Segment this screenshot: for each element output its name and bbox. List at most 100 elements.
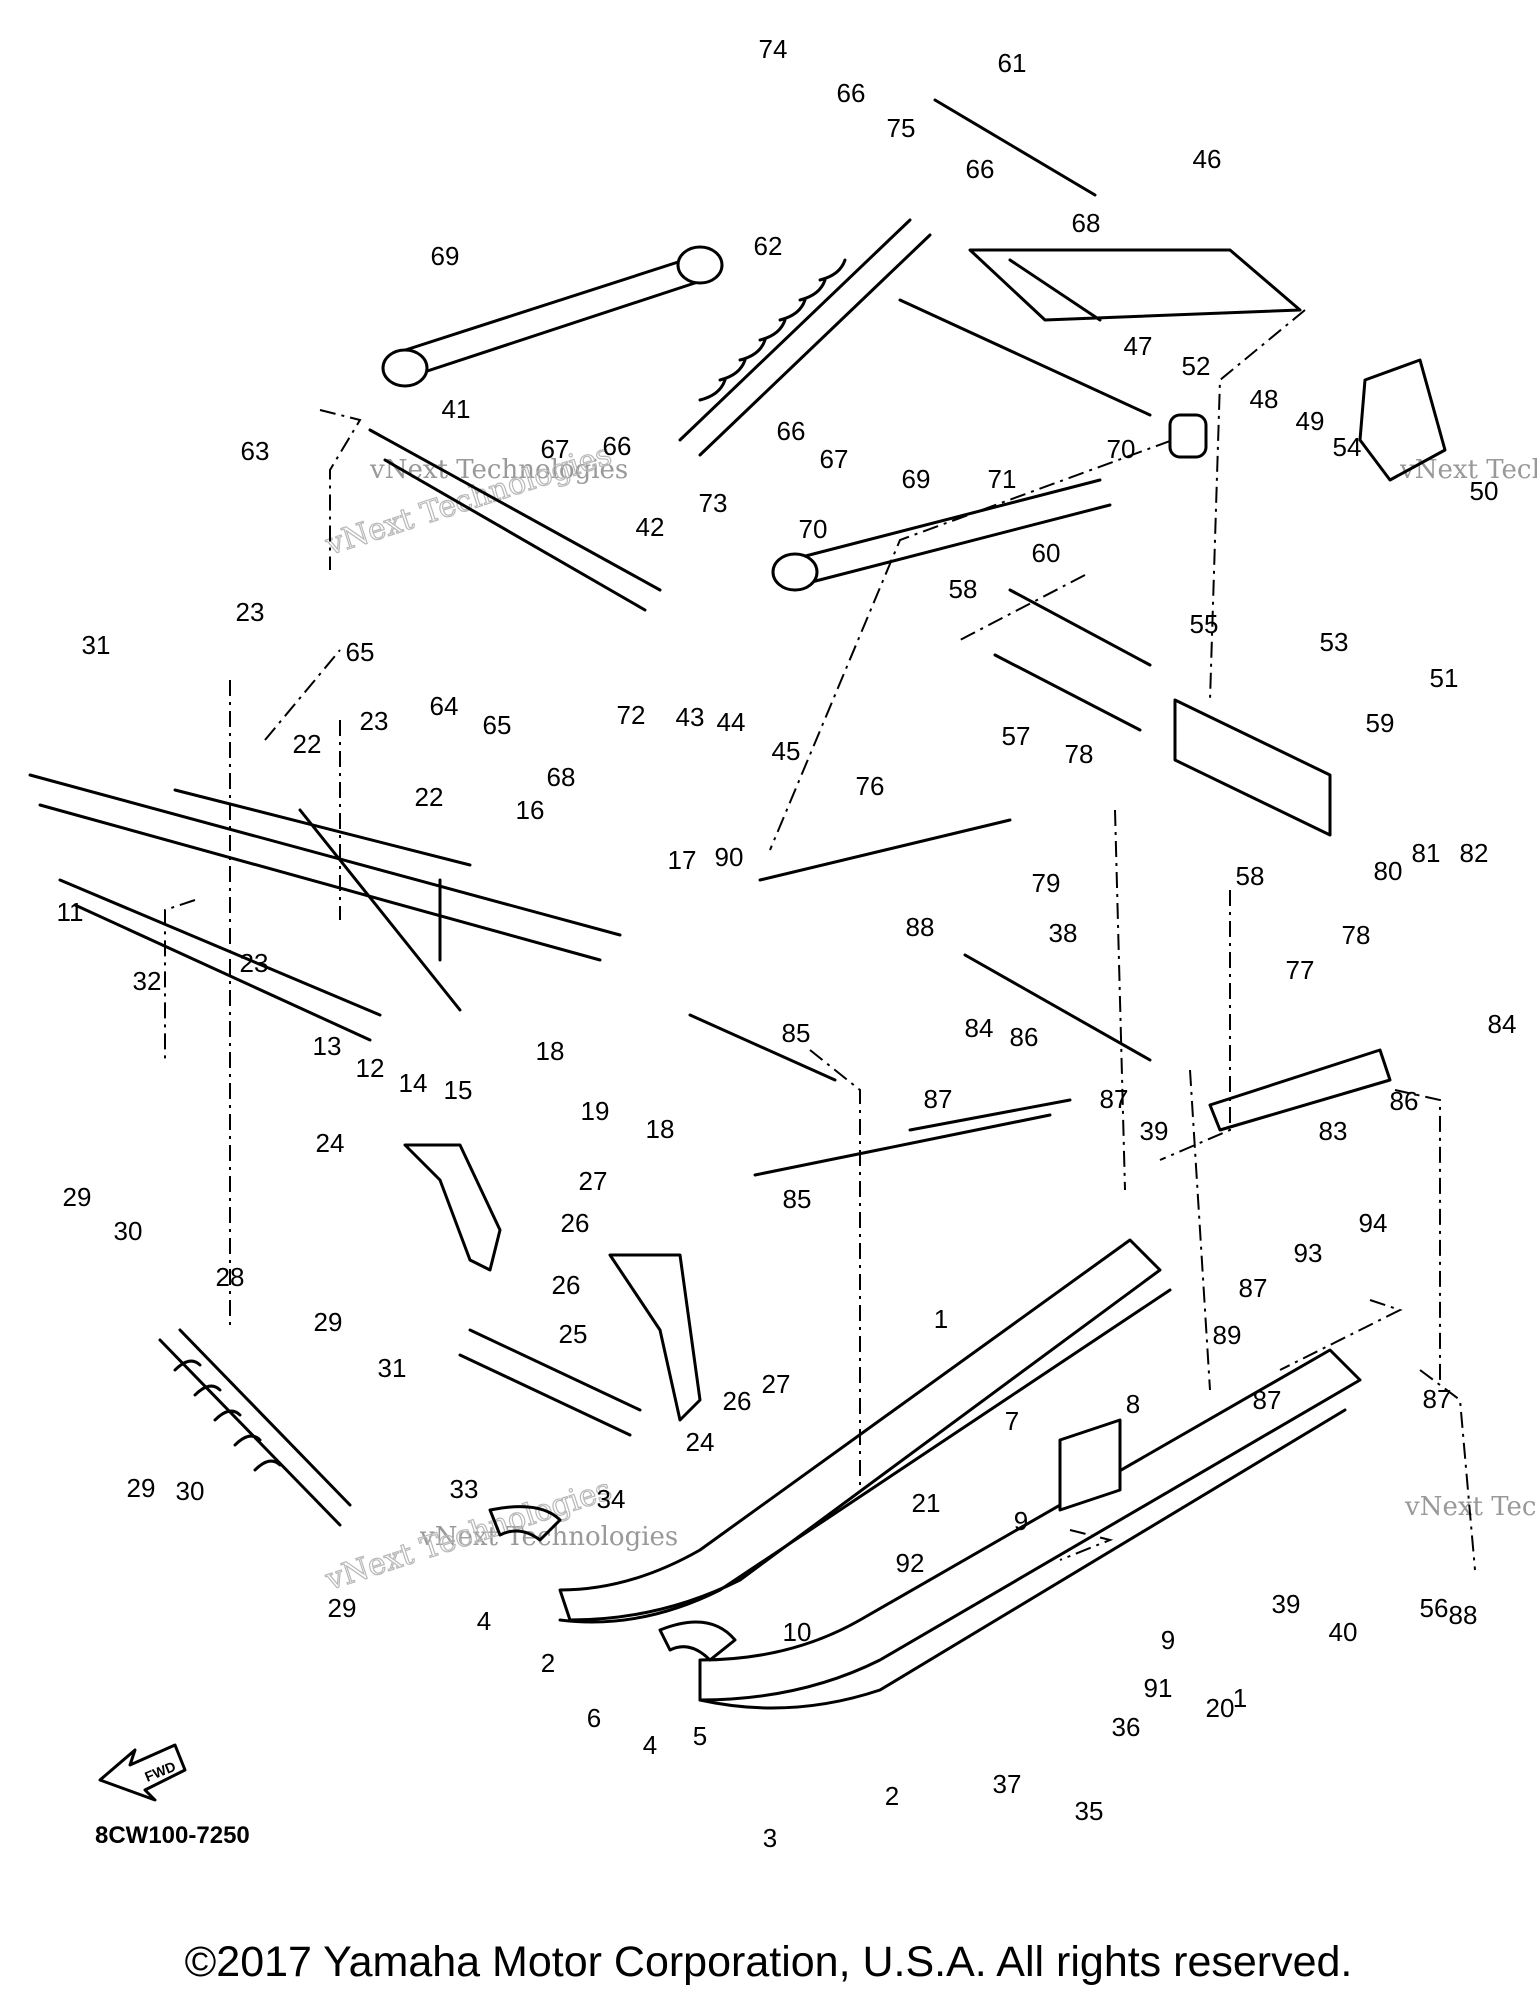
callout-number: 93 bbox=[1294, 1238, 1323, 1268]
callout-number: 69 bbox=[902, 464, 931, 494]
callout-number: 94 bbox=[1359, 1208, 1388, 1238]
callout-number: 2 bbox=[541, 1648, 555, 1678]
callout-number: 1 bbox=[934, 1304, 948, 1334]
block-8 bbox=[1058, 1418, 1122, 1512]
callout-number: 48 bbox=[1250, 384, 1279, 414]
callout-number: 91 bbox=[1144, 1673, 1173, 1703]
callout-number: 79 bbox=[1032, 868, 1061, 898]
callout-number: 87 bbox=[1423, 1384, 1452, 1414]
callout-number: 88 bbox=[906, 912, 935, 942]
callout-number: 68 bbox=[1072, 208, 1101, 238]
callout-number: 20 bbox=[1206, 1693, 1235, 1723]
shaft-90 bbox=[688, 1013, 837, 1082]
callout-number: 90 bbox=[715, 842, 744, 872]
callout-number: 73 bbox=[699, 488, 728, 518]
plate-53 bbox=[1358, 358, 1447, 482]
callout-number: 39 bbox=[1272, 1589, 1301, 1619]
fwd-arrow-icon: FWD bbox=[98, 1743, 187, 1802]
callout-number: 49 bbox=[1296, 406, 1325, 436]
arm-77 bbox=[1208, 1048, 1392, 1132]
callout-number: 51 bbox=[1430, 663, 1459, 693]
callout-number: 45 bbox=[772, 736, 801, 766]
front-shock-28 bbox=[158, 1328, 352, 1527]
callout-number: 1 bbox=[1233, 1683, 1247, 1713]
callout-number: 67 bbox=[820, 444, 849, 474]
callout-number: 44 bbox=[717, 707, 746, 737]
callout-number: 66 bbox=[603, 431, 632, 461]
callout-number: 59 bbox=[1366, 708, 1395, 738]
callout-number: 9 bbox=[1014, 1506, 1028, 1536]
callout-number: 69 bbox=[431, 241, 460, 271]
callout-number: 63 bbox=[241, 436, 270, 466]
callout-number: 28 bbox=[216, 1262, 245, 1292]
callout-number: 17 bbox=[668, 845, 697, 875]
callout-number: 86 bbox=[1010, 1022, 1039, 1052]
callout-number: 40 bbox=[1329, 1617, 1358, 1647]
callout-number: 16 bbox=[516, 795, 545, 825]
bracket-24-upper bbox=[403, 1143, 502, 1272]
callout-number: 3 bbox=[763, 1823, 777, 1853]
callout-number: 30 bbox=[176, 1476, 205, 1506]
callout-number: 27 bbox=[762, 1369, 791, 1399]
callout-number: 80 bbox=[1374, 856, 1403, 886]
callout-number: 78 bbox=[1065, 739, 1094, 769]
callout-number: 26 bbox=[723, 1386, 752, 1416]
callout-number: 36 bbox=[1112, 1712, 1141, 1742]
callout-number: 27 bbox=[579, 1166, 608, 1196]
callout-number: 2 bbox=[885, 1781, 899, 1811]
front-arm-11 bbox=[28, 773, 622, 1042]
callout-number: 66 bbox=[966, 154, 995, 184]
callout-number: 29 bbox=[314, 1307, 343, 1337]
callout-number: 89 bbox=[1213, 1320, 1242, 1350]
callout-number: 23 bbox=[240, 948, 269, 978]
callout-number: 22 bbox=[293, 729, 322, 759]
callout-number: 11 bbox=[57, 897, 84, 927]
callout-number: 10 bbox=[783, 1617, 812, 1647]
callout-number: 76 bbox=[856, 771, 885, 801]
callout-number: 55 bbox=[1190, 609, 1219, 639]
part-drawings: FWD bbox=[28, 98, 1447, 1802]
callout-number: 92 bbox=[896, 1548, 925, 1578]
callout-number: 19 bbox=[581, 1096, 610, 1126]
shaft-60 bbox=[1008, 588, 1152, 667]
watermark-text: vNext Technologies bbox=[419, 1522, 678, 1552]
callout-number: 47 bbox=[1124, 331, 1153, 361]
copyright-notice: ©2017 Yamaha Motor Corporation, U.S.A. A… bbox=[184, 1938, 1353, 1986]
callout-number: 4 bbox=[477, 1606, 491, 1636]
callout-number: 8 bbox=[1126, 1389, 1140, 1419]
callout-number: 68 bbox=[547, 762, 576, 792]
callout-number: 84 bbox=[965, 1013, 994, 1043]
callout-number: 78 bbox=[1342, 920, 1371, 950]
callout-number: 26 bbox=[561, 1208, 590, 1238]
callout-number: 70 bbox=[1107, 434, 1136, 464]
callout-number: 31 bbox=[82, 630, 111, 660]
damper-rod bbox=[753, 1098, 1072, 1177]
watermark-layer: vNext Technologies vNext Technologies vN… bbox=[320, 437, 1537, 1599]
callout-number: 74 bbox=[759, 34, 788, 64]
callout-number: 24 bbox=[686, 1427, 715, 1457]
callout-number: 9 bbox=[1161, 1625, 1175, 1655]
callout-number: 88 bbox=[1449, 1600, 1478, 1630]
callout-number: 25 bbox=[559, 1319, 588, 1349]
callout-number: 22 bbox=[415, 782, 444, 812]
callout-number: 77 bbox=[1286, 955, 1315, 985]
callout-number: 62 bbox=[754, 231, 783, 261]
callout-number: 61 bbox=[998, 48, 1027, 78]
callout-number: 29 bbox=[127, 1473, 156, 1503]
guide-4-lower bbox=[658, 1620, 737, 1662]
callout-number: 54 bbox=[1333, 432, 1362, 462]
callout-number: 82 bbox=[1460, 838, 1489, 868]
callout-number: 39 bbox=[1140, 1116, 1169, 1146]
callout-number: 6 bbox=[587, 1703, 601, 1733]
slide-rail-1-upper bbox=[558, 1238, 1162, 1622]
callout-number: 34 bbox=[597, 1484, 626, 1514]
callout-number: 18 bbox=[536, 1036, 565, 1066]
callout-number: 26 bbox=[552, 1270, 581, 1300]
guide-4-upper bbox=[488, 1505, 562, 1542]
watermark-text: vNext Technologies bbox=[1399, 455, 1537, 485]
callout-number: 13 bbox=[313, 1031, 342, 1061]
shaft-47 bbox=[898, 298, 1152, 417]
callout-number: 58 bbox=[1236, 861, 1265, 891]
